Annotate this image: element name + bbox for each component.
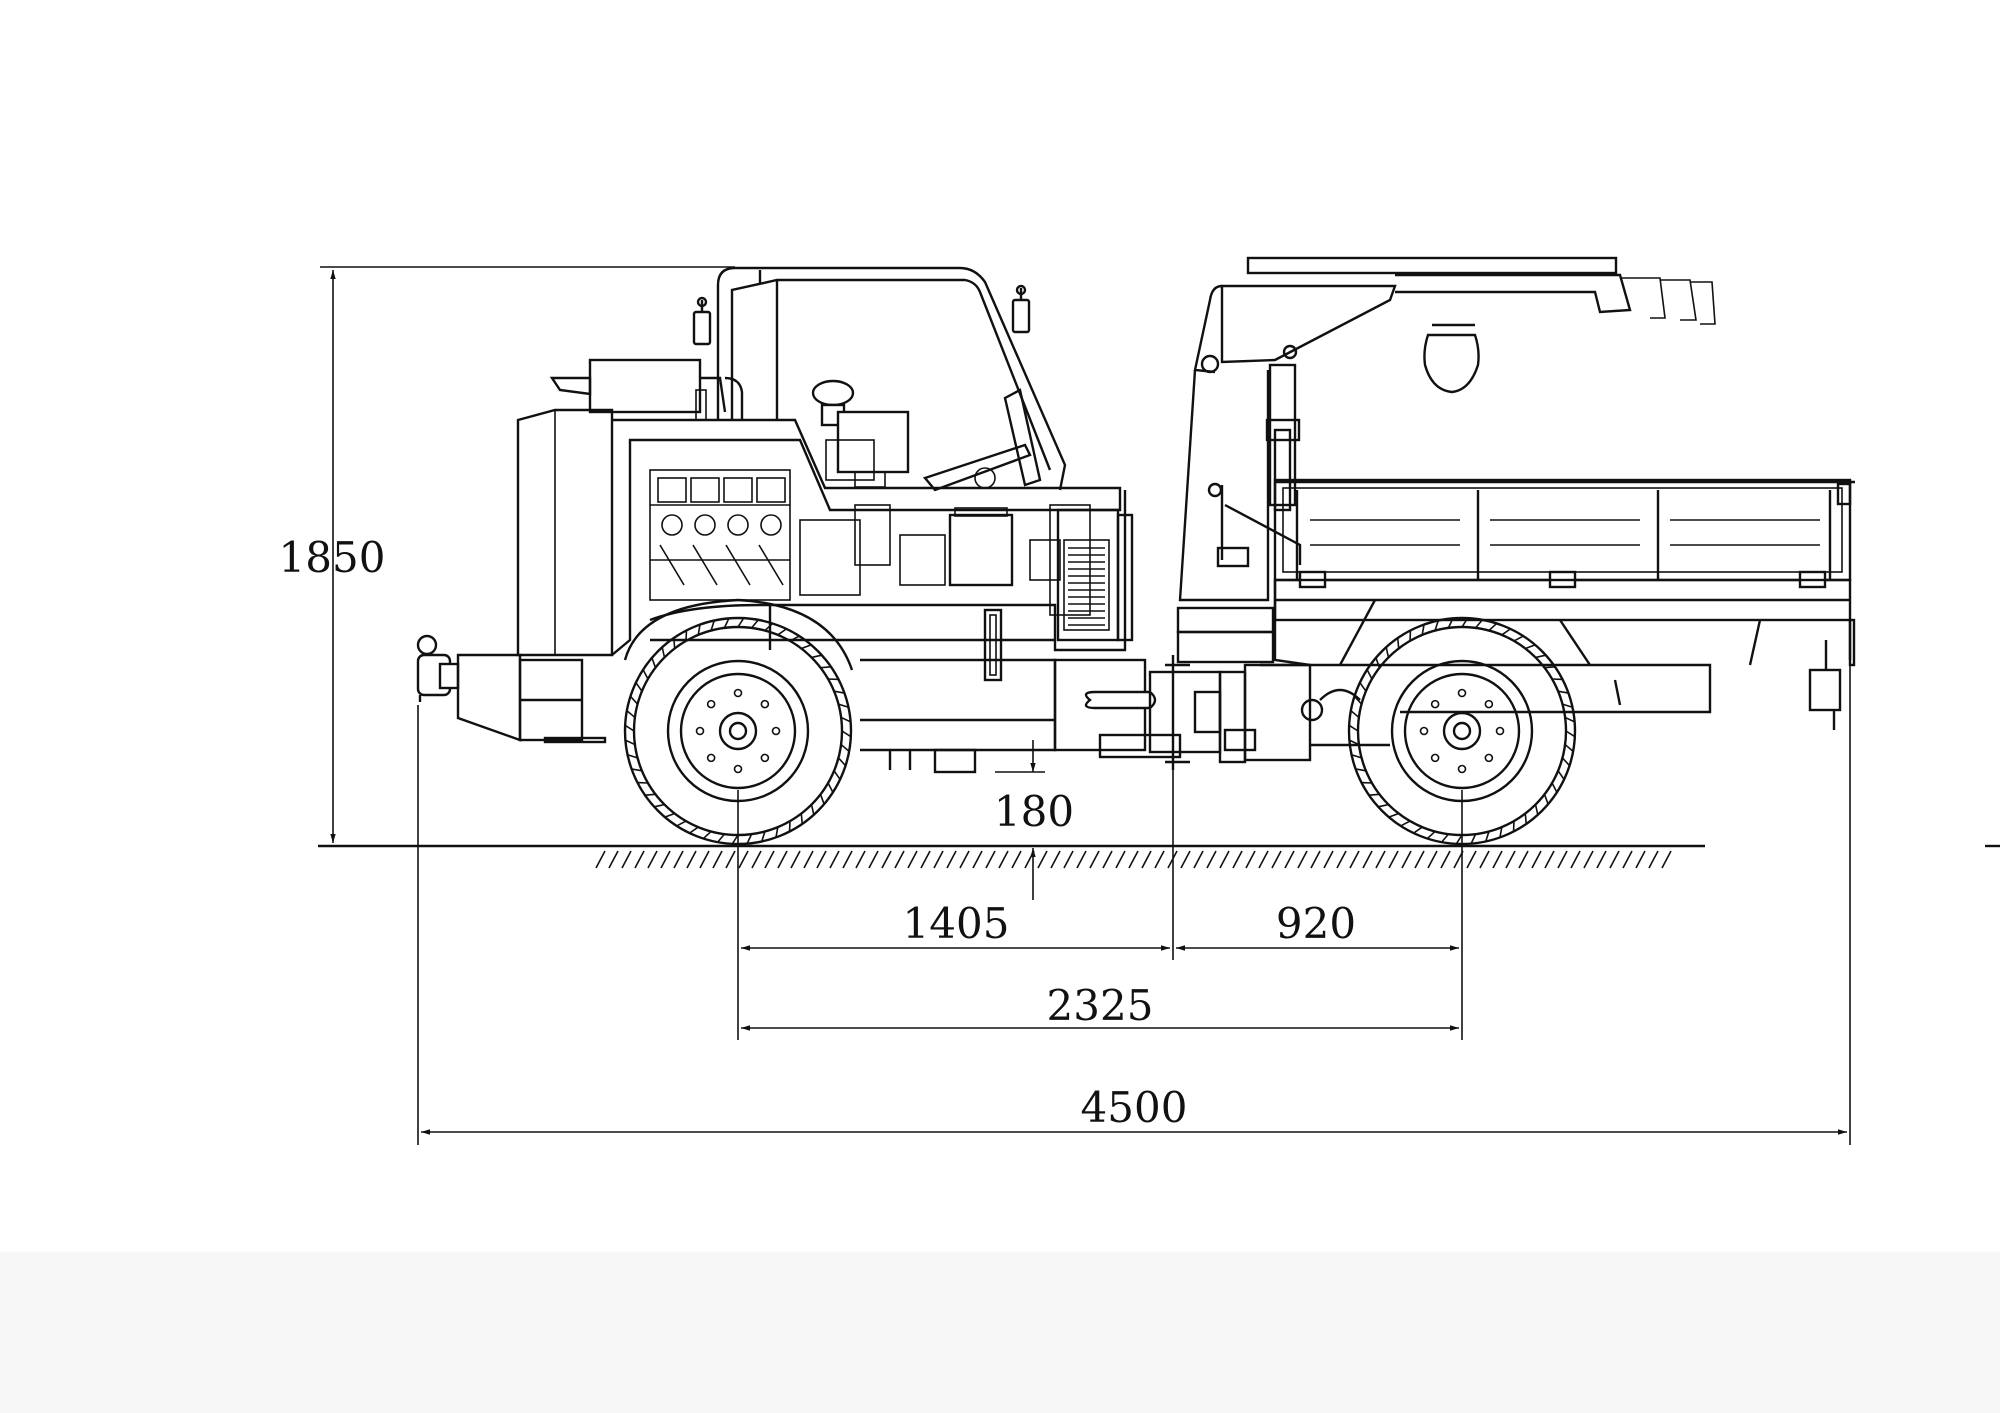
label-overall-height: 1850 [279, 533, 386, 582]
label-overall-length: 4500 [1081, 1083, 1188, 1132]
label-front-axle-to-joint: 1405 [903, 899, 1010, 948]
front-bumper [456, 653, 607, 744]
cab-frame [692, 266, 1067, 491]
cab-lamp-right [1011, 284, 1031, 334]
cooling-fan [1056, 508, 1134, 642]
knuckle-boom-crane [1176, 256, 1716, 664]
rear-wheel [1347, 616, 1577, 846]
rear-chassis [1243, 663, 1712, 762]
articulation-joint [1053, 655, 1257, 770]
front-frame [860, 658, 1057, 774]
operator-seat [1003, 388, 1042, 487]
rear-light [1808, 640, 1842, 730]
label-wheelbase: 2325 [1047, 981, 1154, 1030]
steering-wheel [922, 443, 1032, 492]
hood-side-panel [649, 490, 1127, 682]
front-wheel [623, 598, 854, 846]
exhaust-muffler [549, 358, 744, 421]
cab-lamp-left [692, 296, 712, 346]
radiator-box [516, 408, 614, 657]
label-ground-clearance: 180 [994, 787, 1074, 836]
label-joint-to-rear-axle: 920 [1276, 899, 1356, 948]
ground-line [318, 844, 2000, 869]
cargo-box [1273, 478, 1856, 667]
air-filter [811, 379, 910, 488]
crane-hook [1423, 323, 1480, 394]
tow-hitch [416, 634, 460, 702]
vehicle-side-view [416, 256, 1856, 846]
dimension-lines: 1850 180 1405 920 2325 4500 [279, 266, 1851, 1145]
engine-compartment [611, 418, 1122, 656]
